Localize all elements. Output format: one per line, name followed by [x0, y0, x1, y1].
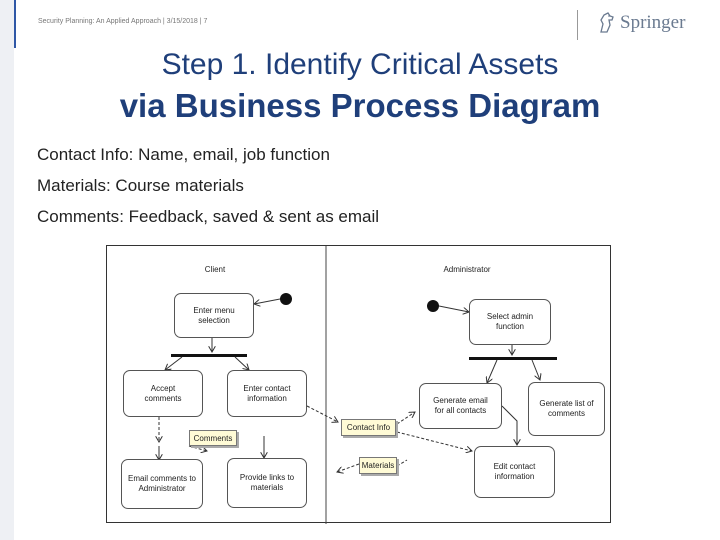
- activity-label: Accept comments: [144, 383, 182, 403]
- activity-generate-email: Generate email for all contacts: [419, 383, 502, 429]
- slide-title-line2: via Business Process Diagram: [119, 87, 601, 124]
- activity-provide-links: Provide links to materials: [227, 458, 307, 508]
- activity-label: Email comments to Administrator: [127, 474, 197, 493]
- object-label: Comments: [193, 433, 233, 443]
- activity-label: Generate email for all contacts: [433, 396, 488, 415]
- activity-label: Select admin function: [486, 312, 534, 331]
- activity-edit-contact: Edit contact information: [474, 446, 555, 498]
- object-contact-info: Contact Info: [341, 419, 396, 436]
- object-materials: Materials: [359, 457, 397, 474]
- activity-label: Provide links to materials: [239, 473, 295, 492]
- fork-bar-admin: [469, 357, 557, 360]
- object-label: Materials: [361, 461, 395, 470]
- start-node-client: [280, 293, 292, 305]
- activity-enter-contact: Enter contact information: [227, 370, 307, 417]
- info-comments: Comments: Feedback, saved & sent as emai…: [37, 207, 379, 227]
- fork-bar-client: [171, 354, 247, 357]
- business-process-diagram: Client Administrator Enter menu selectio…: [106, 245, 611, 524]
- springer-logo: Springer: [598, 8, 685, 38]
- object-label: Contact Info: [346, 423, 391, 432]
- activity-select-admin: Select admin function: [469, 299, 551, 345]
- left-accent-bar: [0, 0, 14, 540]
- diagram-edges: [107, 246, 557, 524]
- header-divider: [577, 10, 578, 40]
- lane-title-client: Client: [204, 265, 226, 274]
- start-node-admin: [427, 300, 439, 312]
- activity-email-comments: Email comments to Administrator: [121, 459, 203, 509]
- info-contact: Contact Info: Name, email, job function: [37, 145, 330, 165]
- lane-title-administrator: Administrator: [443, 265, 491, 274]
- activity-accept-comments: Accept comments: [123, 370, 203, 417]
- info-value: : Course materials: [105, 176, 244, 195]
- object-comments: Comments: [189, 430, 237, 446]
- info-key: Contact Info: [37, 145, 129, 164]
- springer-horse-icon: [600, 12, 614, 33]
- activity-label: Edit contact information: [493, 462, 536, 481]
- activity-label: Enter contact information: [243, 383, 291, 403]
- activity-enter-menu: Enter menu selection: [174, 293, 254, 338]
- activity-label: Generate list of comments: [539, 399, 594, 418]
- logo-text: Springer: [620, 12, 686, 33]
- info-key: Comments: [37, 207, 120, 226]
- info-value: : Feedback, saved & sent as email: [119, 207, 380, 226]
- left-accent-line: [14, 0, 16, 48]
- activity-label: Enter menu selection: [193, 305, 235, 325]
- slide-title-line1: Step 1. Identify Critical Assets: [161, 48, 559, 81]
- activity-generate-list: Generate list of comments: [528, 382, 605, 436]
- slide-footer: Security Planning: An Applied Approach |…: [38, 18, 208, 25]
- info-key: Materials: [37, 176, 106, 195]
- info-materials: Materials: Course materials: [37, 176, 244, 196]
- info-value: : Name, email, job function: [128, 145, 330, 164]
